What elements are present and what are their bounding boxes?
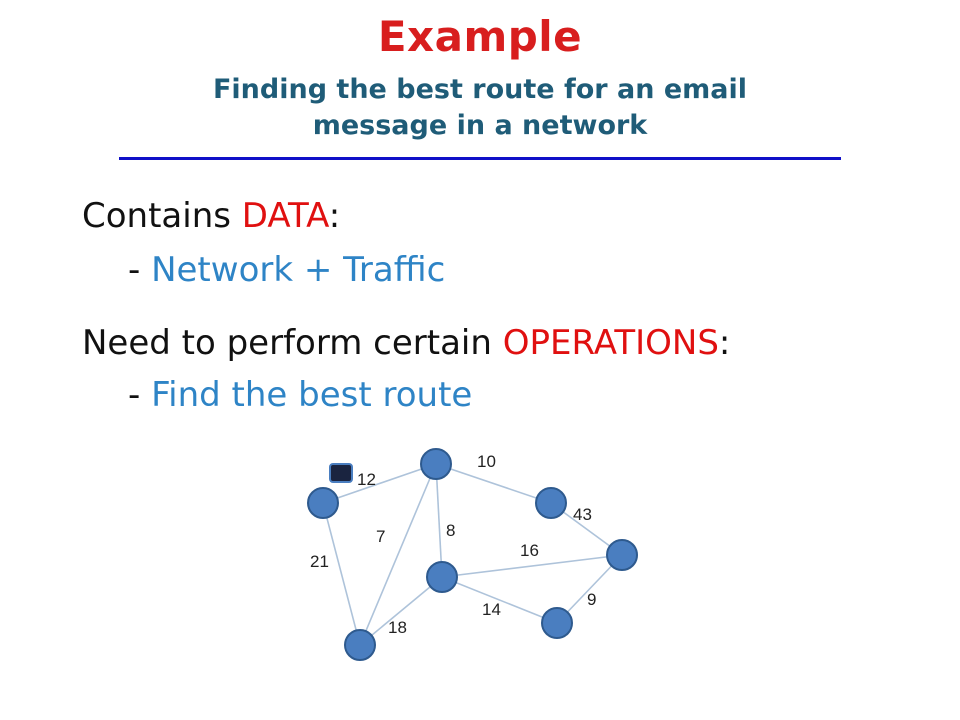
network-node — [535, 487, 567, 519]
edge-weight-label: 43 — [573, 505, 592, 524]
body-line-network-traffic: - Network + Traffic — [128, 250, 445, 290]
edge-weight-label: 14 — [482, 600, 501, 619]
edge-a-b — [322, 463, 437, 504]
text-colon: : — [718, 323, 731, 363]
edge-b-g — [359, 463, 437, 646]
subtitle-line-2: message in a network — [312, 110, 648, 141]
network-node — [426, 561, 458, 593]
edge-weight-label: 9 — [587, 590, 596, 609]
network-node — [307, 487, 339, 519]
edge-weight-label: 7 — [376, 527, 385, 546]
keyword-data: DATA — [241, 196, 329, 236]
edge-b-e — [435, 463, 443, 578]
edge-weight-label: 21 — [310, 552, 329, 571]
network-node — [420, 448, 452, 480]
text-need-to-perform: Need to perform certain — [82, 323, 503, 363]
edge-a-g — [322, 502, 361, 646]
network-node — [344, 629, 376, 661]
subtitle-line-1: Finding the best route for an email — [212, 74, 748, 105]
edge-weight-label: 12 — [357, 470, 376, 489]
bullet-dash: - — [128, 250, 152, 290]
edge-b-c — [435, 463, 552, 504]
text-network-traffic: Network + Traffic — [151, 250, 446, 290]
edge-weight-label: 10 — [477, 452, 496, 471]
keyword-operations: OPERATIONS — [502, 323, 719, 363]
network-node — [606, 539, 638, 571]
edge-weight-label: 16 — [520, 541, 539, 560]
body-line-best-route: - Find the best route — [128, 375, 472, 415]
email-envelope-icon — [329, 463, 353, 483]
title-underline — [119, 157, 841, 160]
slide-subtitle: Finding the best route for an email mess… — [100, 72, 860, 144]
edge-e-d — [441, 554, 623, 578]
text-find-best-route: Find the best route — [151, 375, 473, 415]
edge-weight-label: 18 — [388, 618, 407, 637]
edge-e-f — [441, 576, 558, 624]
body-line-operations: Need to perform certain OPERATIONS: — [82, 323, 730, 363]
edge-weight-label: 8 — [446, 521, 455, 540]
body-line-contains-data: Contains DATA: — [82, 196, 340, 236]
bullet-dash: - — [128, 375, 152, 415]
text-contains: Contains — [82, 196, 242, 236]
edge-e-g — [359, 576, 443, 646]
network-node — [541, 607, 573, 639]
slide-title: Example — [377, 12, 583, 61]
text-colon: : — [328, 196, 341, 236]
